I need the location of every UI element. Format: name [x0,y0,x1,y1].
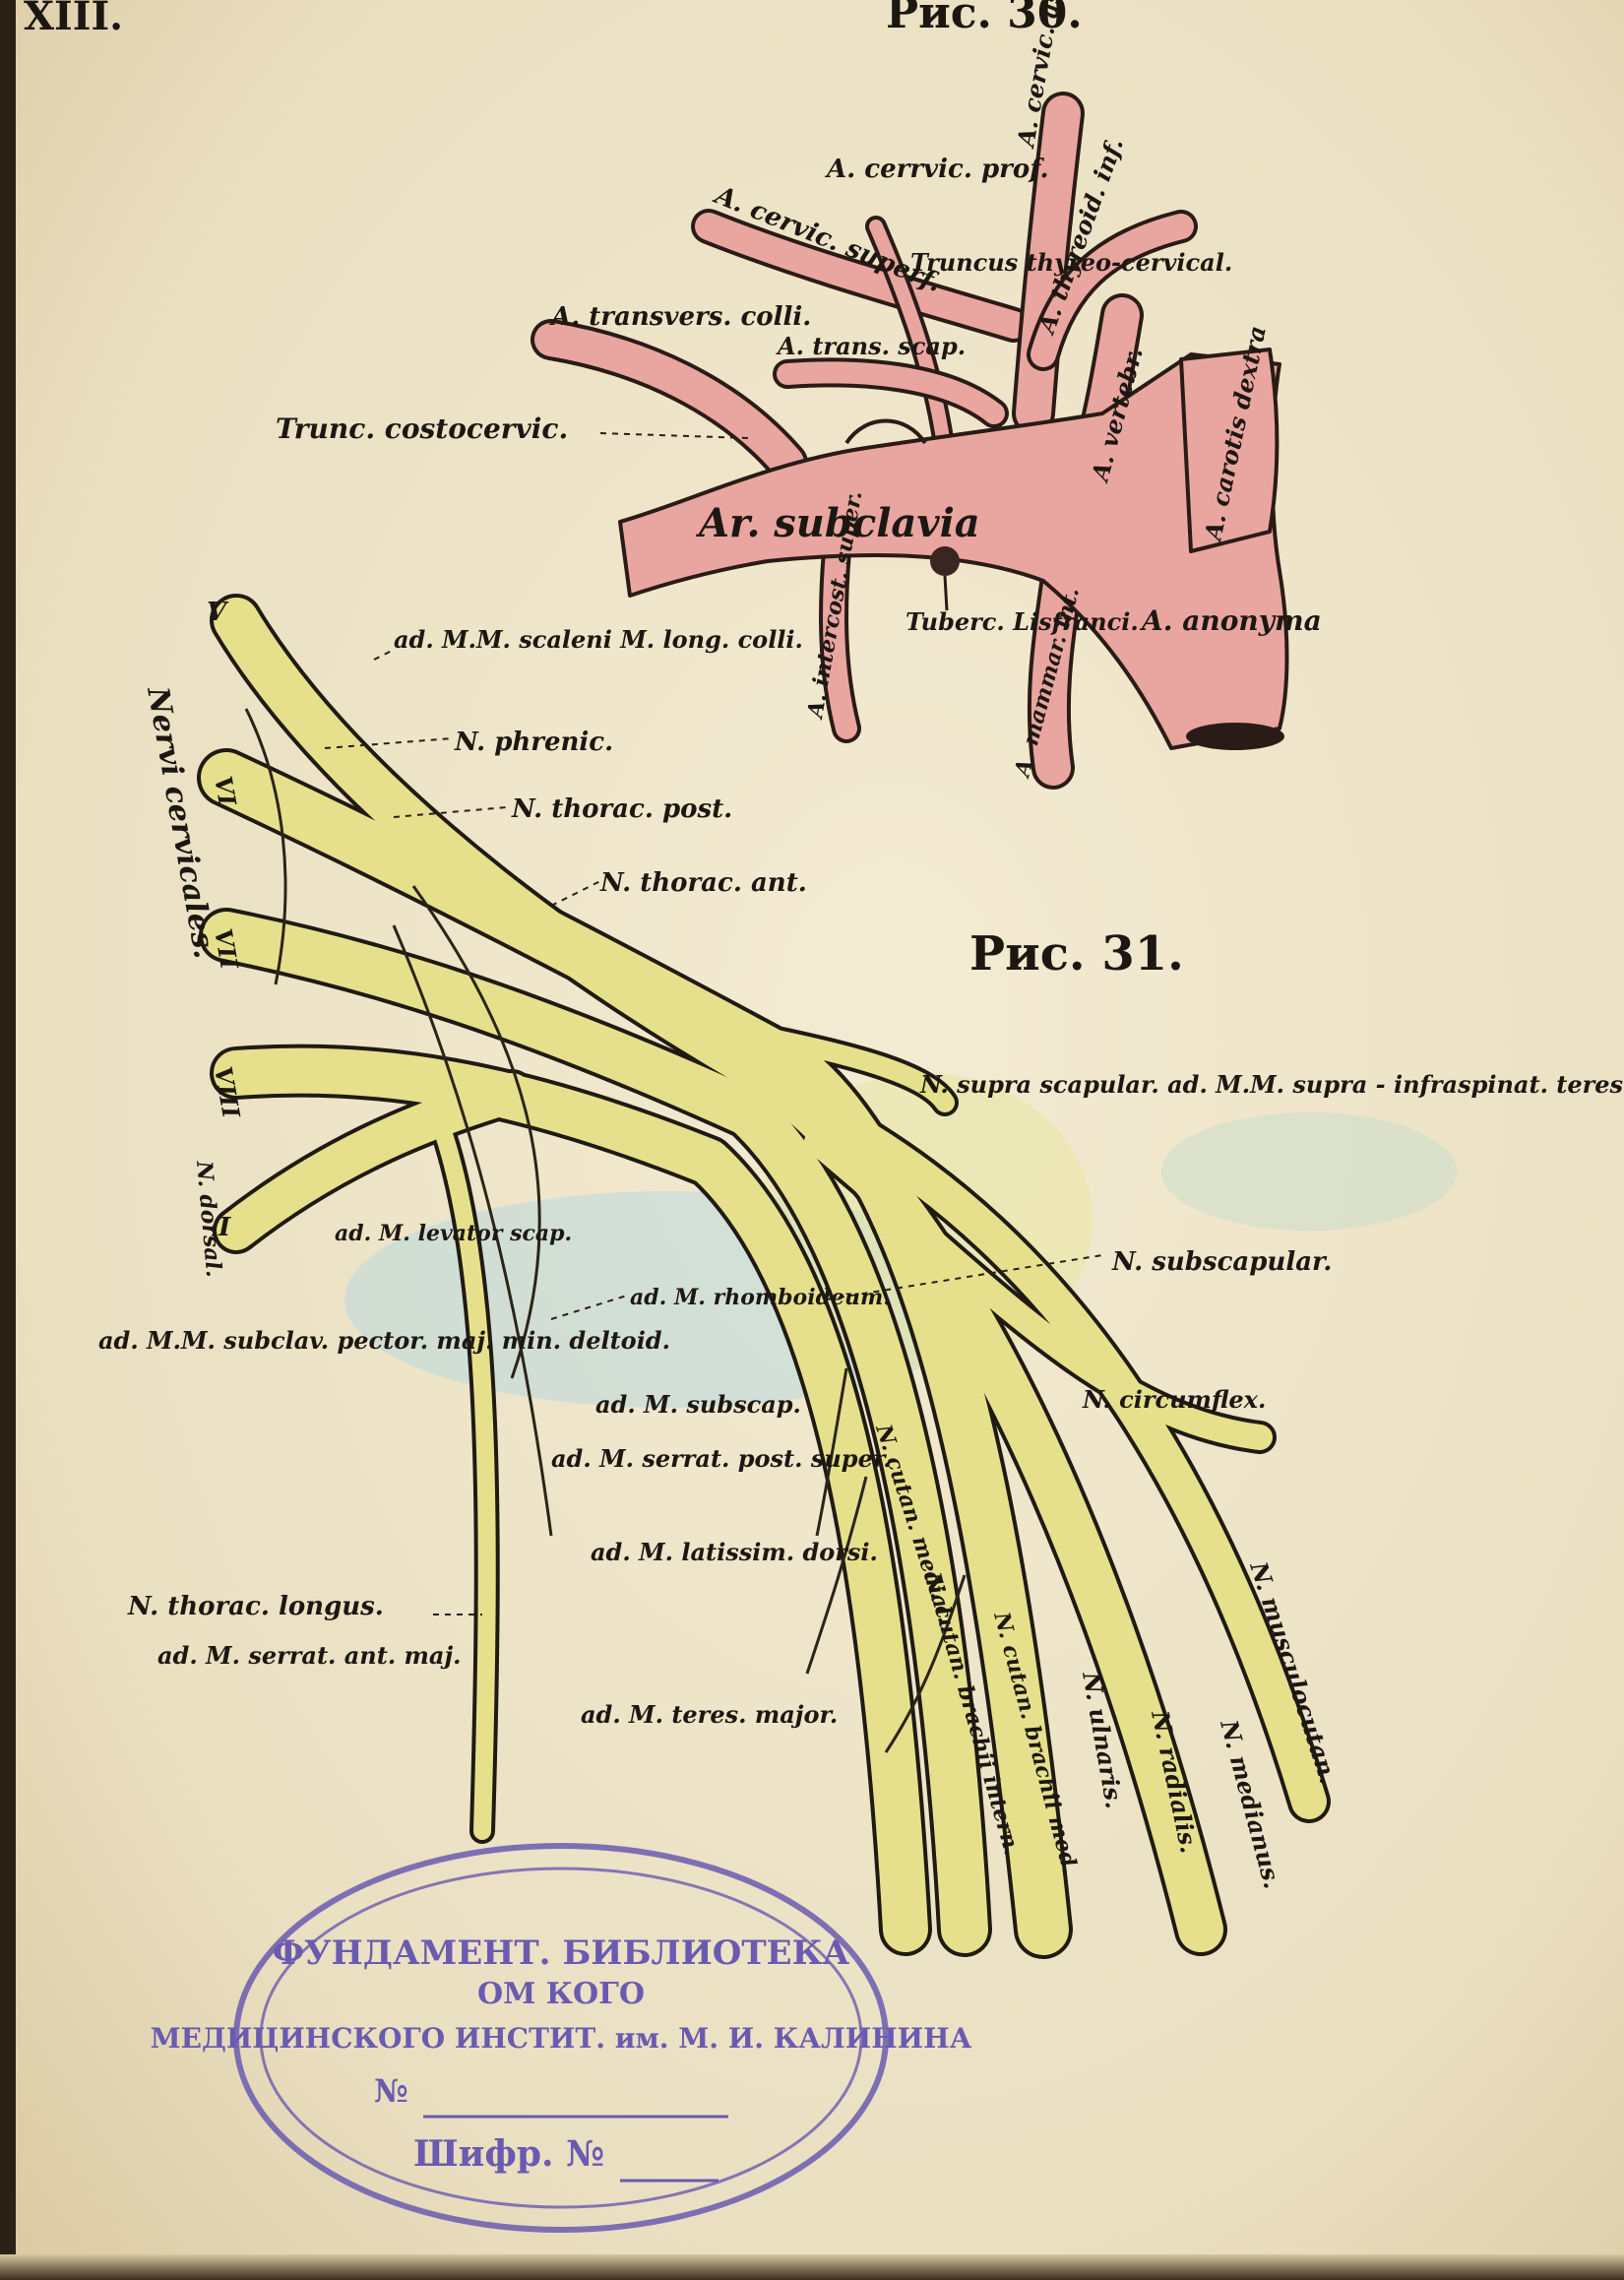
anonyma-cut-end [1186,723,1284,750]
label-trunc-costocervic: Trunc. costocervic. [276,412,568,445]
carotis-dextra [1179,348,1280,553]
stamp-line1: ОМ КОГО [477,1977,645,2011]
serrat-post-branch [392,924,553,1537]
nerve-thorac-longus [414,1074,496,1840]
nerve-root-viii [214,1047,928,1952]
nerve-root-vi [201,752,1069,1955]
label-subclavia: Ar. subclavia [695,500,980,546]
thin-branches [244,708,967,1753]
cervic-prof-branch [869,220,952,460]
label-serrat-ant: ad. M. serrat. ant. maj. [157,1641,462,1670]
label-thorac-longus: N. thorac. longus. [127,1592,384,1621]
green-wash [1161,1112,1457,1231]
subclavian-artery-group [531,92,1289,790]
label-serrat-post: ad. M. serrat. post. super. [551,1444,892,1473]
roman-i: I [218,1213,231,1242]
label-supra-scapular: N. supra scapular. ad. M.M. supra - infr… [919,1070,1624,1099]
nerve-musculocutan [740,1065,1327,1819]
scalenus-arch [844,418,927,445]
phrenic-branch [244,708,287,985]
stamp-line3: № [374,2072,408,2110]
label-phrenic: N. phrenic. [454,728,613,757]
label-latissim: ad. M. latissim. dorsi. [591,1538,878,1566]
nerve-circumflex [804,1129,1273,1450]
subscap-branch [815,1367,848,1537]
plate-number: XIII. [24,0,123,39]
thyreoid-inf-branch [1031,214,1194,367]
label-subscapular: N. subscapular. [1111,1247,1332,1277]
nerve-root-i [217,1073,531,1250]
brachial-plexus-group [197,594,1331,1959]
label-rhomboideum: ad. M. rhomboideum. [630,1285,891,1310]
trans-scap-branch [777,361,1005,424]
label-anonyma: A. anonyma [1139,604,1322,637]
label-scaleni: ad. M.M. scaleni M. long. colli. [394,625,803,654]
roman-v: V [207,598,229,627]
roman-vi: VI [209,774,242,808]
stamp-inner-ring [259,1867,863,2209]
figure-31-title: Рис. 31. [969,926,1184,982]
label-thorac-post: N. thorac. post. [511,794,732,824]
stamp-arc-text: ФУНДАМЕНТ. БИБЛИОТЕКА [273,1933,850,1973]
tuberc-leader [943,575,949,611]
teres-major-branch [884,1574,967,1753]
label-subclav-pector: ad. M.M. subclav. pector. maj. min. delt… [98,1326,670,1355]
label-trans-scap: A. trans. scap. [776,332,966,360]
label-tuberc: Tuberc. Lisfranci. [906,607,1139,636]
stamp-outer-ring [233,1843,889,2233]
latissim-branch [805,1476,868,1675]
roman-vii: VII [209,926,244,972]
intercost-branch [823,540,857,739]
label-transvers-colli: A. transvers. colli. [548,302,811,332]
cervic-superf-branch [695,213,1028,339]
label-nervi-cervicales: Nervi cervicales. [140,683,221,961]
label-circumflex: N. circumflex. [1082,1385,1266,1414]
nerve-leaders [324,649,1103,1615]
transvers-colli-branch [534,323,804,479]
figure-30-title: Рис. 30. [886,0,1083,38]
label-thorac-ant: N. thorac. ant. [599,868,807,898]
label-cervic-prof: A. cerrvic. prof. [824,155,1049,184]
library-stamp: ФУНДАМЕНТ. БИБЛИОТЕКА ОМ КОГО МЕДИЦИНСКО… [151,1843,972,2233]
tuberc-lisfranci-dot [930,546,960,576]
nerve-suprascap [738,1024,955,1112]
stamp-line4: Шифр. № [413,2133,604,2175]
costocervic-leader [599,432,749,439]
label-levator-scap: ad. M. levator scap. [335,1221,572,1246]
label-teres-major: ad. M. teres. major. [581,1700,838,1729]
rhomboid-branch [411,885,541,1379]
label-truncus-thyreo: Truncus thyreo-cervical. [910,248,1232,277]
label-subscap: ad. M. subscap. [595,1390,801,1419]
nerve-root-vii [203,912,988,1953]
stamp-line2: МЕДИЦИНСКОГО ИНСТИТ. им. М. И. КАЛИНИНА [151,2022,972,2055]
